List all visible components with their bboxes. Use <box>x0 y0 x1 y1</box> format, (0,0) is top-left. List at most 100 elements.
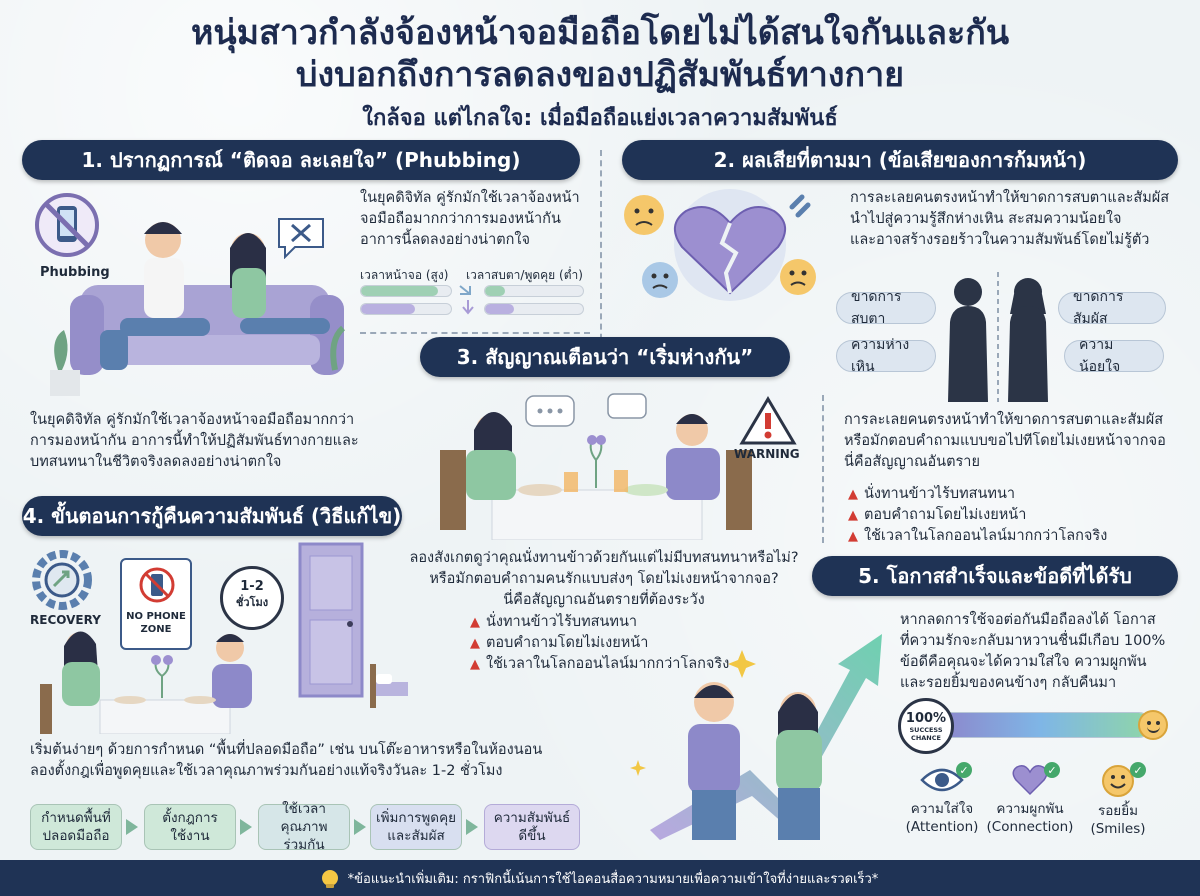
section1-intro-line: ในยุคดิจิทัล คู่รักมักใช้เวลาจ้องหน้า <box>360 190 580 206</box>
list-item-text: ใช้เวลาในโลกออนไลน์มากกว่าโลกจริง <box>486 656 730 672</box>
list-item-text: นั่งทานข้าวไร้บทสนทนา <box>486 614 638 630</box>
success-chance-label: CHANCE <box>911 734 941 742</box>
list-item-text: ใช้เวลาในโลกออนไลน์มากกว่าโลกจริง <box>864 528 1108 544</box>
screen-time-bar-2-fill <box>361 304 415 314</box>
section3-center-line: หรือมักตอบคำถามคนรักแบบส่งๆ โดยไม่เงยหน้… <box>429 571 779 587</box>
arrow-right-icon <box>126 819 138 835</box>
step-2: ตั้งกฎการ ใช้งาน <box>144 804 236 850</box>
eye-contact-bar-fill <box>485 286 505 296</box>
check-icon: ✓ <box>1130 762 1146 778</box>
header: หนุ่มสาวกำลังจ้องหน้าจอมือถือโดยไม่ได้สน… <box>0 12 1200 135</box>
eye-contact-bar <box>484 285 584 297</box>
screen-time-bar-2 <box>360 303 452 315</box>
page-title-line1: หนุ่มสาวกำลังจ้องหน้าจอมือถือโดยไม่ได้สน… <box>190 13 1010 53</box>
eye-icon <box>920 768 964 792</box>
section1-body-line: การมองหน้ากัน อาการนี้ทำให้ปฏิสัมพันธ์ทา… <box>30 433 359 449</box>
no-phone-zone-label-line: ZONE <box>140 624 172 635</box>
couple-success-arrow-illustration <box>630 634 882 840</box>
couple-on-sofa-illustration <box>50 222 346 396</box>
list-item-text: ตอบคำถามโดยไม่เงยหน้า <box>486 635 649 651</box>
clock-label: 1-2 ชั่วโมง <box>223 579 281 611</box>
down-arrow-icon <box>459 285 474 315</box>
smile-icon <box>1102 765 1134 797</box>
no-phone-icon <box>35 193 99 257</box>
warning-triangle-icon <box>739 396 797 445</box>
warning-icon: ▲ <box>470 636 480 651</box>
list-item-text: ตอบคำถามโดยไม่เงยหน้า <box>864 507 1027 523</box>
door-illustration <box>298 542 364 698</box>
success-chance-value: 100% <box>905 711 947 726</box>
eye-contact-bar-2 <box>484 303 584 315</box>
couple-talking-illustration <box>40 631 252 734</box>
page-subtitle: ใกล้จอ แต่ไกลใจ: เมื่อมือถือแย่งเวลาความ… <box>362 106 838 131</box>
tag-distance: ความห่างเหิน <box>836 337 936 375</box>
arrow-right-icon <box>354 819 366 835</box>
success-chance-label: SUCCESS <box>909 726 943 734</box>
footer-note: *ข้อแนะนำเพิ่มเติม: กราฟิกนี้เน้นการใช้ไ… <box>347 871 879 887</box>
chat-x-icon <box>278 218 324 259</box>
bed-illustration <box>370 664 408 708</box>
list-item: ▲นั่งทานข้าวไร้บทสนทนา <box>470 612 729 633</box>
warning-label: WARNING <box>734 447 800 461</box>
screen-time-bar <box>360 285 452 297</box>
divider <box>360 332 590 334</box>
step-4: เพิ่มการพูดคุย และสัมผัส <box>370 804 462 850</box>
section5-body-line: ข้อดีคือคุณจะได้ความใส่ใจ ความผูกพัน <box>900 654 1147 670</box>
smile-icon <box>1138 710 1168 740</box>
section2-heading: 2. ผลเสียที่ตามมา (ข้อเสียของการก้มหน้า) <box>622 140 1178 180</box>
benefit-connection: ✓ ความผูกพัน (Connection) <box>980 762 1080 836</box>
list-item: ▲ใช้เวลาในโลกออนไลน์มากกว่าโลกจริง <box>470 654 729 675</box>
benefit-label: รอยยิ้ม <box>1097 803 1139 819</box>
list-item: ▲นั่งทานข้าวไร้บทสนทนา <box>848 484 1107 505</box>
section3-center-text: ลองสังเกตดูว่าคุณนั่งทานข้าวด้วยกันแต่ไม… <box>404 548 804 611</box>
section3-right-list: ▲นั่งทานข้าวไร้บทสนทนา ▲ ตอบคำถามโดยไม่เง… <box>848 484 1107 547</box>
divider <box>822 395 824 543</box>
section3-right-line: หรือมักตอบคำถามแบบขอไปทีโดยไม่เงยหน้าจาก… <box>844 433 1166 449</box>
step-3: ใช้เวลาคุณภาพ ร่วมกัน <box>258 801 350 853</box>
list-item: ▲ ใช้เวลาในโลกออนไลน์มากกว่าโลกจริง <box>848 526 1107 547</box>
clock-icon: 1-2 ชั่วโมง <box>220 566 284 630</box>
section1-heading: 1. ปรากฏการณ์ “ติดจอ ละเลยใจ” (Phubbing) <box>22 140 580 180</box>
benefit-label: ความผูกพัน <box>996 801 1064 817</box>
tag-resentment: ความน้อยใจ <box>1064 337 1164 375</box>
section5-body-line: และรอยยิ้มของคนข้างๆ กลับคืนมา <box>900 675 1117 691</box>
benefit-sublabel: (Smiles) <box>1090 821 1146 837</box>
section2-body-line: การละเลยคนตรงหน้าทำให้ขาดการสบตาและสัมผั… <box>850 190 1170 206</box>
warning-icon: ▲ <box>848 529 858 544</box>
success-chance-bar-fill <box>931 713 1151 737</box>
tag-no-touch: ขาดการสัมผัส <box>1058 289 1166 327</box>
check-icon: ✓ <box>1044 762 1060 778</box>
section3-center-list: ▲นั่งทานข้าวไร้บทสนทนา ▲ ตอบคำถามโดยไม่เง… <box>470 612 729 675</box>
section3-right-line: การละเลยคนตรงหน้าทำให้ขาดการสบตาและสัมผั… <box>844 412 1164 428</box>
section4-body: เริ่มต้นง่ายๆ ด้วยการกำหนด “พื้นที่ปลอดม… <box>30 740 610 782</box>
silhouettes-back-to-back-illustration <box>948 272 1048 402</box>
couple-dinner-phones-illustration <box>440 393 752 540</box>
tag-no-eye-contact: ขาดการสบตา <box>836 289 936 327</box>
no-phone-zone-label-line: NO PHONE <box>126 611 186 622</box>
section1-body-line: บทสนทนาในชีวิตจริงลดลงอย่างน่าตกใจ <box>30 454 282 470</box>
list-item: ▲ ตอบคำถามโดยไม่เงยหน้า <box>470 633 729 654</box>
section5-body: หากลดการใช้จอต่อกันมือถือลงได้ โอกาส ที่… <box>900 610 1190 694</box>
lightbulb-icon <box>321 870 338 888</box>
section5-body-line: ที่ความรักจะกลับมาหวานชื่นมีเกือบ 100% <box>900 633 1166 649</box>
recovery-label: RECOVERY <box>30 613 101 627</box>
arrow-right-icon <box>466 819 478 835</box>
section3-center-line: นี่คือสัญญาณอันตรายที่ต้องระวัง <box>503 592 705 608</box>
bar1-label: เวลาหน้าจอ (สูง) <box>360 268 449 282</box>
benefit-sublabel: (Connection) <box>986 819 1074 835</box>
section1-body-line: ในยุคดิจิทัล คู่รักมักใช้เวลาจ้องหน้าจอม… <box>30 412 355 428</box>
section3-right-text: การละเลยคนตรงหน้าทำให้ขาดการสบตาและสัมผั… <box>844 410 1184 473</box>
success-chance-badge: 100% SUCCESS CHANCE <box>898 698 954 754</box>
section3-right-line: นี่คือสัญญาณอันตราย <box>844 454 980 470</box>
section2-body-line: และอาจสร้างรอยร้าวในความสัมพันธ์โดยไม่รู… <box>850 232 1150 248</box>
arrow-right-icon <box>240 819 252 835</box>
phubbing-label: Phubbing <box>40 265 110 280</box>
step-5: ความสัมพันธ์ ดีขึ้น <box>484 804 580 850</box>
recovery-gear-icon <box>32 550 92 610</box>
benefit-label: ความใส่ใจ <box>910 801 974 817</box>
page-title-line2: บ่งบอกถึงการลดลงของปฏิสัมพันธ์ทางกาย <box>295 55 905 95</box>
section3-heading: 3. สัญญาณเตือนว่า “เริ่มห่างกัน” <box>420 337 790 377</box>
check-icon: ✓ <box>956 762 972 778</box>
divider <box>600 150 602 350</box>
section1-intro-line: จอมือถือมากกว่าการมองหน้ากัน <box>360 211 561 227</box>
